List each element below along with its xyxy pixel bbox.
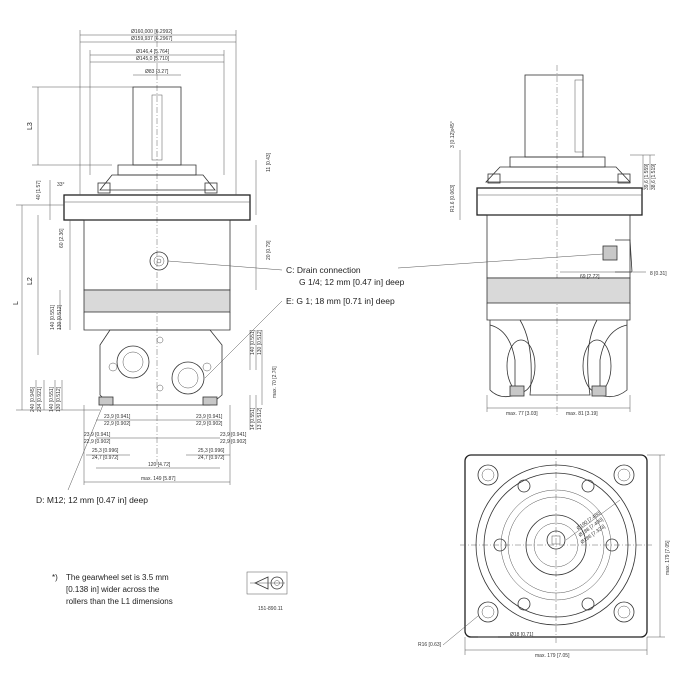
dim-130: 130 [0.512] — [57, 304, 63, 330]
dim-dia-83: Ø83 [3.27] — [145, 69, 169, 75]
dim-dia-146: Ø146,4 [5.764] — [136, 49, 170, 55]
dim-247b: 24,7 [0.972] — [198, 455, 225, 461]
dim-140c: 140 [0.551] — [49, 386, 55, 412]
front-view — [16, 30, 283, 491]
bottom-view-dimensions: Ø190 [7.480] Ø188 [7.400] Ø186 [7.323] R… — [418, 509, 671, 659]
dim-239b: 23,9 [0.941] — [196, 414, 223, 420]
dim-8: 8 [0.31] — [650, 271, 667, 277]
dim-229d: 22,9 [0.902] — [220, 439, 247, 445]
dim-bottom-18: Ø18 [0.71] — [510, 632, 534, 638]
dim-385: 38,6 [1.519] — [651, 163, 657, 190]
dim-130c: 130 [0.512] — [56, 386, 62, 412]
dim-bottom-r16: R16 [0.63] — [418, 642, 442, 648]
dim-l: L — [13, 301, 20, 305]
dim-dia-159: Ø159,937 [6.2967] — [131, 36, 173, 42]
dim-bottom-179v: max. 179 [7.05] — [665, 540, 671, 575]
dim-dia-145: Ø145,0 [5.710] — [136, 56, 170, 62]
dim-240: 240 [0.945] — [30, 386, 36, 412]
dim-239d: 23,9 [0.941] — [220, 432, 247, 438]
drawing-number: 151-890.11 — [258, 606, 283, 612]
dim-20: 20 [0.79] — [266, 240, 272, 260]
dim-77: max. 77 [3.03] — [506, 411, 538, 417]
side-view-dimensions: 3 [0.12]x45° R1.6 [0.063] 39,6 [1.559] 3… — [450, 121, 667, 417]
dim-14: 14 [0.551] — [250, 407, 256, 430]
dim-dia-160: Ø160,000 [6.2992] — [131, 29, 173, 35]
dim-13: 13 [0.512] — [257, 407, 263, 430]
front-view-dimensions: Ø160,000 [6.2992] Ø159,937 [6.2967] Ø146… — [13, 29, 278, 482]
projection-symbol-icon — [246, 571, 288, 595]
dim-40: 40 [1.57] — [36, 180, 42, 200]
dim-140b: 140 [0.551] — [250, 329, 256, 355]
port-e-label: E: G 1; 18 mm [0.71 in] deep — [286, 296, 395, 306]
footnote: *) The gearwheel set is 3.5 mm [0.138 in… — [52, 573, 173, 606]
dim-69: 69 [2.72] — [580, 274, 600, 280]
dim-angle-33: 33° — [57, 182, 65, 188]
dim-120: 120 [4.72] — [148, 462, 171, 468]
dim-bottom-179h: max. 179 [7.05] — [535, 653, 570, 659]
dim-81: max. 81 [3.19] — [566, 411, 598, 417]
dim-229a: 22,9 [0.902] — [104, 421, 131, 427]
dim-247a: 24,7 [0.972] — [92, 455, 119, 461]
dim-253a: 25,3 [0.996] — [92, 448, 119, 454]
dim-70: max. 70 [2.76] — [272, 366, 278, 398]
dim-60: 60 [2.36] — [59, 228, 65, 248]
dim-130b: 130 [0.512] — [257, 329, 263, 355]
dim-l2: L2 — [27, 277, 34, 285]
dim-239c: 23,9 [0.941] — [84, 432, 111, 438]
dim-l3: L3 — [27, 122, 34, 130]
dim-39: 39,6 [1.559] — [644, 163, 650, 190]
dim-r16: R1.6 [0.063] — [450, 184, 456, 212]
bottom-view — [442, 450, 665, 655]
dim-234: 234 [0.921] — [37, 386, 43, 412]
footnote-line-2: [0.138 in] wider across the — [66, 585, 160, 594]
dim-140: 140 [0.551] — [50, 304, 56, 330]
footnote-star: *) — [52, 573, 58, 582]
dim-229c: 22,9 [0.902] — [84, 439, 111, 445]
drain-connection-label: C: Drain connection — [286, 265, 361, 275]
side-view — [397, 65, 655, 415]
dim-239a: 23,9 [0.941] — [104, 414, 131, 420]
drain-connection-spec: G 1/4; 12 mm [0.47 in] deep — [299, 277, 405, 287]
dim-149: max. 149 [5.87] — [141, 476, 176, 482]
dim-11: 11 [0.43] — [266, 152, 272, 172]
footnote-line-1: The gearwheel set is 3.5 mm — [66, 573, 169, 582]
port-labels: C: Drain connection G 1/4; 12 mm [0.47 i… — [36, 265, 405, 505]
dim-253b: 25,3 [0.996] — [198, 448, 225, 454]
footnote-line-3: rollers than the L1 dimensions — [66, 597, 173, 606]
port-d-label: D: M12; 12 mm [0.47 in] deep — [36, 495, 148, 505]
dim-229b: 22,9 [0.902] — [196, 421, 223, 427]
dim-chamfer: 3 [0.12]x45° — [450, 121, 456, 148]
